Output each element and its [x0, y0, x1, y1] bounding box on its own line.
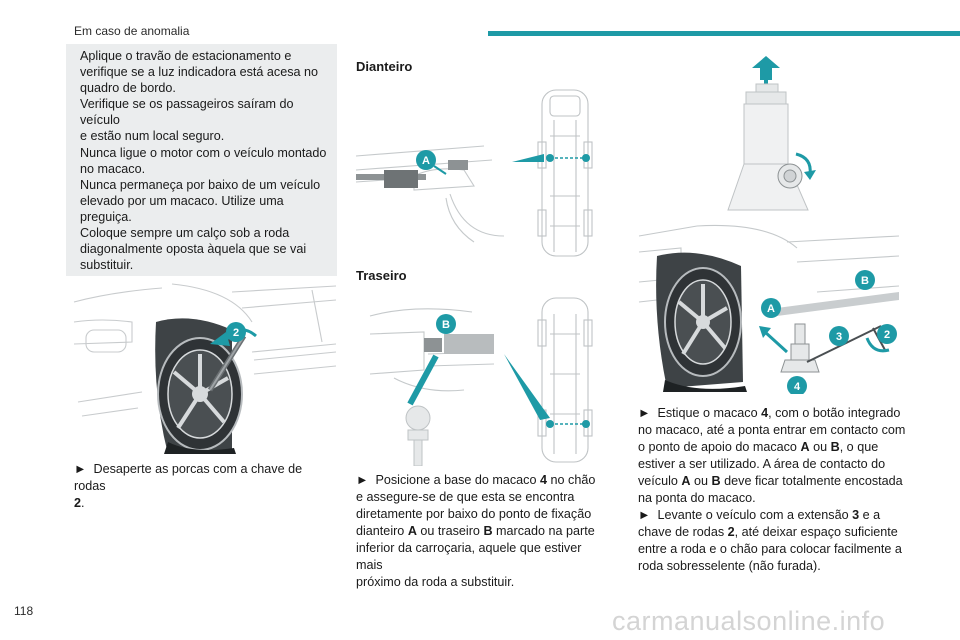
- warning-line: no macaco.: [80, 161, 146, 176]
- step-ref: A: [407, 524, 417, 538]
- warning-line: preguiça.: [80, 209, 132, 224]
- header-accent-bar: [488, 31, 960, 36]
- step-text: ou traseiro: [420, 524, 480, 538]
- figure-label: B: [442, 319, 450, 331]
- step-text: marcado na parte: [496, 524, 595, 538]
- step-text: deve ficar totalmente encostada: [724, 474, 903, 488]
- step-text: Estique o macaco: [657, 406, 758, 420]
- step-ref: 2: [74, 496, 82, 510]
- warning-line: Aplique o travão de estacionamento e: [80, 49, 292, 63]
- rear-heading: Traseiro: [356, 268, 407, 283]
- warning-line: Nunca permaneça por baixo de um veículo: [80, 177, 321, 192]
- step-arrow: ►: [74, 462, 87, 476]
- warning-line: substituir.: [80, 258, 134, 273]
- step-extend-jack: ► Estique o macaco 4, com o botão integr…: [638, 405, 908, 575]
- step-ref: B: [711, 474, 721, 488]
- step-text: Posicione a base do macaco: [375, 473, 537, 487]
- step-text: dianteiro: [356, 524, 405, 538]
- step-ref: 2: [727, 525, 735, 539]
- warning-line: quadro de bordo.: [80, 81, 176, 96]
- figure-label: B: [861, 275, 869, 287]
- step-text: na ponta do macaco.: [638, 491, 756, 505]
- step-text: diretamente por baixo do ponto de fixaçã…: [356, 507, 592, 521]
- figure-label: A: [422, 155, 430, 167]
- step-text: próximo da roda a substituir.: [356, 575, 515, 589]
- step-text: , até deixar espaço suficiente: [734, 525, 898, 539]
- raise-vehicle-illustration: B A 3 2 4: [637, 222, 899, 394]
- step-text: , o que: [839, 440, 879, 454]
- warning-line: elevado por um macaco. Utilize uma: [80, 193, 284, 208]
- step-text: ou: [694, 474, 709, 488]
- step-ref: A: [800, 440, 810, 454]
- warning-line: e estão num local seguro.: [80, 129, 225, 144]
- figure-label: 2: [884, 329, 890, 341]
- jack-extend-illustration: [720, 54, 820, 214]
- step-position-jack: ► Posicione a base do macaco 4 no chão e…: [356, 472, 606, 591]
- rear-jacking-point-illustration: B: [354, 294, 604, 466]
- step-text: entre a roda e o chão para colocar facil…: [638, 542, 902, 556]
- step-arrow: ►: [356, 473, 369, 487]
- step-ref: B: [483, 524, 493, 538]
- warning-line: verifique se a luz indicadora está acesa…: [80, 65, 319, 80]
- step-text: e a: [862, 508, 881, 522]
- step-text: chave de rodas: [638, 525, 725, 539]
- step-text: , com o botão integrado: [768, 406, 901, 420]
- step-text: Desaperte as porcas com a chave de rodas: [74, 462, 303, 493]
- front-jacking-point-illustration: A: [354, 86, 604, 258]
- step-ref: B: [830, 440, 840, 454]
- step-text: e assegure-se de que esta se encontra: [356, 490, 575, 504]
- warning-text: Aplique o travão de estacionamento e ver…: [80, 48, 332, 273]
- step-ref: A: [681, 474, 691, 488]
- step-text: no macaco, até a ponta entrar em contact…: [638, 423, 906, 437]
- step-ref: 4: [540, 473, 548, 487]
- page-number: 118: [14, 604, 34, 618]
- step-end: .: [81, 496, 85, 510]
- warning-line: Verifique se os passageiros saíram do ve…: [80, 97, 294, 128]
- section-title: Em caso de anomalia: [74, 24, 190, 38]
- step-text: no chão: [550, 473, 596, 487]
- step-text: estiver a ser utilizado. A área de conta…: [638, 457, 886, 471]
- step-text: veículo: [638, 474, 678, 488]
- figure-label: A: [767, 303, 775, 315]
- step-text: ou: [813, 440, 828, 454]
- watermark: carmanualsonline.info: [612, 606, 886, 636]
- step-text: roda sobresselente (não furada).: [638, 559, 821, 573]
- figure-label: 2: [233, 327, 239, 339]
- step-arrow: ►: [638, 508, 651, 522]
- step-loosen-nuts: ► Desaperte as porcas com a chave de rod…: [74, 461, 336, 512]
- warning-line: Nunca ligue o motor com o veículo montad…: [80, 145, 327, 160]
- step-text: inferior da carroçaria, aquele que estiv…: [356, 541, 582, 572]
- warning-line: diagonalmente oposta àquela que se vai: [80, 242, 307, 257]
- front-heading: Dianteiro: [356, 59, 413, 74]
- figure-label: 3: [836, 331, 842, 343]
- wheel-wrench-illustration: 2: [72, 282, 336, 454]
- step-text: o ponto de apoio do macaco: [638, 440, 797, 454]
- step-text: Levante o veículo com a extensão: [657, 508, 849, 522]
- step-arrow: ►: [638, 406, 651, 420]
- warning-line: Coloque sempre um calço sob a roda: [80, 226, 290, 241]
- figure-label: 4: [794, 381, 801, 393]
- warning-box: [66, 44, 337, 276]
- step-ref: 3: [852, 508, 860, 522]
- step-ref: 4: [761, 406, 769, 420]
